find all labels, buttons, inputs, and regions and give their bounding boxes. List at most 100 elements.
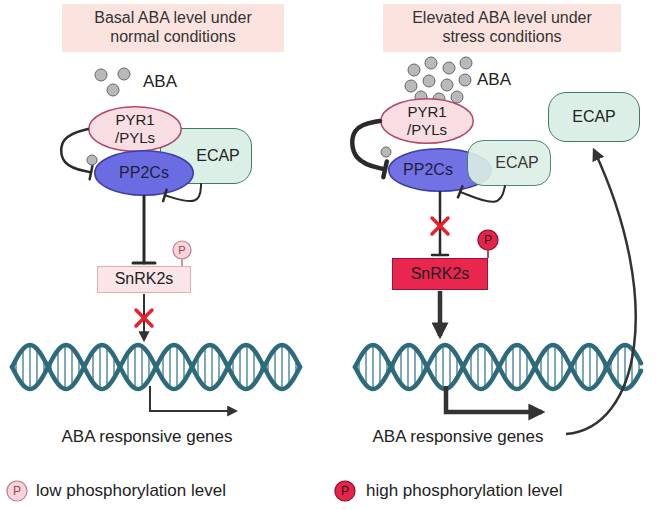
legend-layer (7, 481, 355, 501)
dna-strand (12, 345, 300, 389)
dna-rung (176, 346, 178, 389)
aba-molecule (95, 69, 107, 81)
node-text: PP2Cs (403, 161, 453, 180)
aba-molecule (441, 79, 453, 91)
dna-rung (414, 348, 416, 386)
node-text: PYR1 /PYLs (109, 111, 161, 146)
dna-rung (246, 345, 248, 389)
inhibition-bar (432, 254, 448, 257)
phosphate-mark: P (341, 484, 349, 498)
dna-strand (12, 345, 300, 389)
text-wrap: PP2Cs (94, 150, 194, 196)
aba-molecule (425, 57, 437, 69)
dna-rung (484, 346, 486, 387)
inhibition-bar (383, 162, 386, 178)
dna-rung (274, 349, 276, 385)
aba-molecule (408, 64, 420, 76)
node-text: PYR1 /PYLs (401, 103, 453, 138)
node-text: SnRK2s (411, 265, 470, 284)
block-cross (136, 310, 152, 326)
text-wrap: SnRK2s (98, 267, 190, 292)
connector-line (165, 184, 201, 201)
aba-molecule (423, 75, 435, 87)
node-text: ECAP (196, 147, 240, 166)
expression-arrow (446, 386, 542, 412)
inhibition-connector (458, 186, 505, 202)
block-cross (432, 218, 448, 234)
node-text: Basal ABA level under normal conditions (76, 9, 271, 47)
ellipse-shape (95, 151, 194, 196)
text-wrap: ECAP (468, 141, 550, 185)
dna-rung (204, 347, 206, 387)
aba-molecule (443, 62, 455, 74)
inhibition-connector (432, 192, 448, 255)
node-text: ECAP (495, 154, 539, 173)
ellipse-shape (381, 99, 474, 144)
connector-line (61, 129, 91, 172)
dna-rung (169, 346, 171, 387)
connector-line (352, 121, 385, 169)
text-wrap: ECAP (549, 93, 639, 141)
dna-rung (477, 346, 479, 389)
aba-molecule (118, 68, 130, 80)
inhibition-connector (163, 184, 201, 201)
dna-rung (519, 346, 521, 389)
bound-aba (87, 155, 97, 165)
receptor-ellipse: PYR1 /PYLs (88, 106, 182, 152)
dna-rung (288, 349, 290, 385)
molecule-label: ABA (477, 70, 511, 90)
text-wrap: PYR1 /PYLs (380, 98, 474, 144)
phosphate-mark: P (484, 233, 492, 247)
inhibition-connector (61, 129, 92, 179)
condition-header: Basal ABA level under normal conditions (62, 4, 284, 52)
gene-label: ABA responsive genes (61, 427, 232, 447)
dna-rung (253, 350, 255, 384)
kinase-box: SnRK2s (392, 258, 488, 290)
dna-helix (12, 345, 300, 389)
node-text: SnRK2s (115, 270, 174, 289)
phosphate-stalk (181, 259, 183, 266)
inhibition-bar (163, 190, 166, 201)
dna-rung (36, 349, 38, 385)
text-wrap: PYR1 /PYLs (88, 106, 182, 152)
dna-rung (134, 346, 136, 389)
ecap-box: ECAP (467, 140, 551, 186)
dna-rung (22, 349, 24, 385)
phosphate-stalk (487, 250, 489, 258)
dna-rung (99, 345, 101, 388)
dna-rung (29, 345, 31, 389)
node-text: Elevated ABA level under stress conditio… (395, 9, 610, 47)
dna-rung (372, 345, 374, 389)
dna-rung (71, 348, 73, 386)
dna-rung (239, 348, 241, 386)
legend-text: low phosphorylation level (36, 481, 226, 501)
dna-rung (512, 346, 514, 387)
dna-helix (355, 345, 641, 389)
ellipse-shape (89, 107, 182, 152)
text-wrap: SnRK2s (393, 259, 487, 289)
aba-molecule (107, 84, 119, 96)
aba-molecule (405, 80, 417, 92)
molecule-label: ABA (143, 72, 177, 92)
aba-molecule (460, 57, 472, 69)
expression-arrow (150, 386, 236, 411)
dna-rung (449, 347, 451, 387)
feedback-arrow (566, 150, 636, 434)
condition-header: Elevated ABA level under stress conditio… (383, 4, 621, 52)
dna-rung (582, 348, 584, 386)
dna-rung (64, 345, 66, 389)
dna-rung (400, 350, 402, 384)
dna-rung (407, 345, 409, 389)
dna-rung (141, 346, 143, 387)
dna-rung (589, 345, 591, 389)
phosphate-mark: P (178, 244, 185, 256)
phosphate-pin (478, 230, 498, 250)
dna-rung (442, 345, 444, 388)
inhibition-bar (133, 262, 155, 265)
dna-rung (379, 349, 381, 385)
text-wrap: Basal ABA level under normal conditions (62, 4, 284, 52)
dna-rung (547, 347, 549, 387)
ecap-box: ECAP (548, 92, 640, 142)
